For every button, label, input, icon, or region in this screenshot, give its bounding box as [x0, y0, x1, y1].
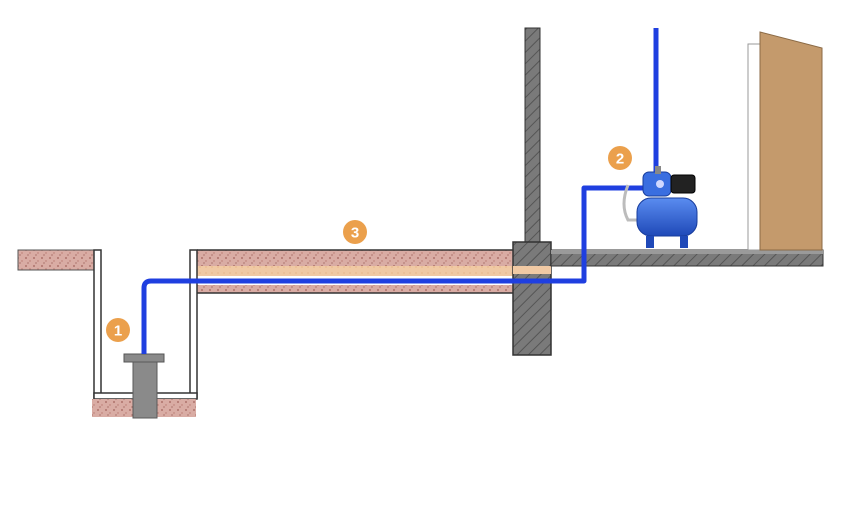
pipe-trench — [197, 249, 513, 294]
submersible-pump-icon — [123, 353, 165, 419]
pumping-station-icon — [622, 166, 698, 248]
marker-2: 2 — [608, 146, 632, 170]
ground-left — [17, 249, 95, 271]
house-floor — [550, 249, 824, 267]
house-wall — [512, 27, 552, 356]
door-icon — [747, 31, 823, 251]
marker-3: 3 — [343, 220, 367, 244]
marker-1: 1 — [106, 318, 130, 342]
marker-2-label: 2 — [616, 151, 624, 168]
water-pipe — [141, 28, 659, 354]
marker-3-label: 3 — [351, 225, 359, 242]
marker-1-label: 1 — [114, 323, 122, 340]
